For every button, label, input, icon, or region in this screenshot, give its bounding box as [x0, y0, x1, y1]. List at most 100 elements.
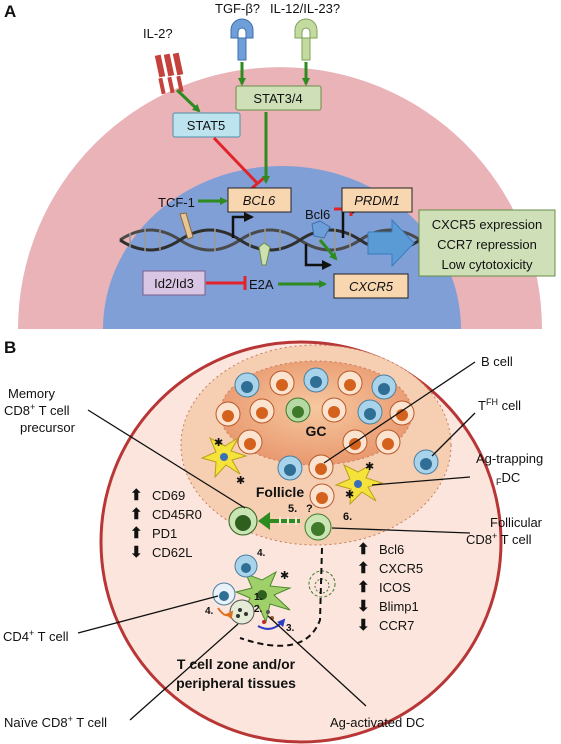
- step-6-label: 6.: [343, 511, 352, 523]
- fdc-left-nucleus: [220, 453, 228, 461]
- outcome-arrow-icon: [367, 218, 415, 268]
- down-arrow-icon: ⬇: [130, 544, 143, 561]
- il12-label: IL-12/IL-23?: [270, 1, 340, 16]
- down-arrow-icon: ⬇: [357, 617, 370, 634]
- bcl6-gene-box: [227, 187, 292, 213]
- cxcr5-gene-label: CXCR5: [349, 279, 394, 294]
- panel-a: A IL-2? TGF-β? IL-12/IL-23?: [4, 1, 556, 329]
- cd4-leader-line: [77, 595, 219, 634]
- b-cell-blue: [234, 372, 260, 398]
- cxcr5-promoter-arrow: [304, 244, 332, 270]
- b-cell-orange: [309, 483, 335, 509]
- bcl6-protein-label: Bcl6: [305, 207, 330, 222]
- t-cell-green: [285, 397, 311, 423]
- b-cell-label: B cell: [481, 354, 513, 369]
- step-5-label: 5.: [288, 503, 297, 515]
- il2-receptor-icon: [154, 52, 184, 95]
- tzone-label-2: peripheral tissues: [176, 675, 296, 691]
- fdc-label: FDC: [496, 470, 520, 487]
- marker-label: CD45R0: [152, 507, 202, 522]
- cxcr5-gene-box: [333, 273, 409, 299]
- tfh-leader-line: [431, 412, 476, 457]
- tzone-label-1: T cell zone and/or: [177, 656, 296, 672]
- marker-label: PD1: [152, 526, 177, 541]
- memory-title: Memory: [8, 386, 55, 401]
- panel-a-label: A: [4, 2, 16, 21]
- down-arrow-icon: ⬇: [357, 598, 370, 615]
- marker-label: CD69: [152, 488, 185, 503]
- il2-label: IL-2?: [143, 26, 173, 41]
- b-cell-blue: [303, 367, 329, 393]
- dc-leader-line: [267, 615, 367, 707]
- stat5-label: STAT5: [187, 118, 226, 133]
- e2a-label: E2A: [249, 277, 274, 292]
- bcl6-gene-label: BCL6: [243, 193, 276, 208]
- memory-subtitle: CD8+ T cell: [4, 402, 70, 418]
- outcome-line-1: CXCR5 expression: [432, 217, 543, 232]
- il12-receptor-icon: [294, 18, 318, 61]
- follicular-subtitle: CD8+ T cell: [466, 531, 532, 547]
- up-arrow-icon: ⬆: [130, 487, 143, 504]
- stat34-label: STAT3/4: [253, 91, 302, 106]
- follicular-cd8-cell: [304, 513, 332, 541]
- t-cell-blue: [277, 455, 303, 481]
- marker-label: CD62L: [152, 545, 192, 560]
- tgfb-label: TGF-β?: [215, 1, 260, 16]
- prdm1-gene-label: PRDM1: [354, 193, 400, 208]
- step-4b-label: 4.: [205, 606, 214, 617]
- step-3-label: 3.: [286, 623, 295, 634]
- naive-leader-line: [129, 623, 239, 721]
- stat5-inhibit-line: [212, 136, 260, 186]
- stat34-box: [235, 85, 322, 111]
- activated-cd4-cell: [234, 554, 258, 578]
- bcl6-to-cxcr5-arrow: [318, 239, 338, 261]
- up-arrow-icon: ⬆: [357, 560, 370, 577]
- memory-leader-line: [87, 409, 246, 509]
- bcl6-protein-icon: [311, 220, 331, 239]
- gc-cells: [215, 367, 415, 455]
- step-4-arrow: [217, 607, 234, 620]
- step-2-label: 2.: [254, 604, 263, 615]
- e2a-factor-icon: [258, 242, 271, 266]
- step-3-arrow: [257, 618, 286, 630]
- step-5-question: ?: [306, 503, 313, 515]
- marker-label: CCR7: [379, 618, 414, 633]
- tfh-label: TFH cell: [478, 397, 521, 413]
- marker-label: Bcl6: [379, 542, 404, 557]
- up-arrow-icon: ⬆: [357, 541, 370, 558]
- id23-label: Id2/Id3: [154, 276, 194, 291]
- step-1-label: 1.: [254, 592, 263, 603]
- b-cell-orange: [337, 370, 363, 396]
- il2-to-stat5-arrow: [175, 88, 201, 113]
- antigen-icon: ✱: [345, 489, 354, 501]
- tcf1-factor-icon: [179, 212, 194, 240]
- antigen-icon: ✱: [214, 437, 223, 449]
- prdm1-gene-box: [341, 187, 413, 213]
- b-cell-blue: [371, 374, 397, 400]
- b-cell-orange: [237, 429, 263, 455]
- migration-path: [239, 547, 323, 647]
- b-cell-orange: [321, 397, 347, 423]
- follicular-title: Follicular: [490, 515, 543, 530]
- b-cell-orange: [375, 429, 401, 455]
- b-cell-orange: [249, 398, 275, 424]
- gc-label: GC: [306, 423, 327, 439]
- b-cell-blue: [357, 399, 383, 425]
- cd4-label: CD4+ T cell: [3, 628, 69, 644]
- b-cell-orange: [308, 454, 334, 480]
- bcl6-promoter-arrow: [231, 212, 254, 238]
- ag-trapping-label: Ag-trapping: [476, 451, 543, 466]
- up-arrow-icon: ⬆: [130, 506, 143, 523]
- up-arrow-icon: ⬆: [130, 525, 143, 542]
- tcf1-label: TCF-1: [158, 195, 195, 210]
- id23-box: [142, 270, 206, 296]
- memory-marker-list: ⬆ CD69 ⬆ CD45R0 ⬆ PD1 ⬇ CD62L: [130, 487, 202, 561]
- stat5-box: [172, 112, 241, 138]
- fdc-right-nucleus: [354, 480, 362, 488]
- step-4a-label: 4.: [257, 548, 266, 559]
- b-cell-orange: [269, 370, 295, 396]
- outcome-line-3: Low cytotoxicity: [441, 257, 533, 272]
- outcome-line-2: CCR7 repression: [437, 237, 537, 252]
- b-cell-orange: [215, 401, 241, 427]
